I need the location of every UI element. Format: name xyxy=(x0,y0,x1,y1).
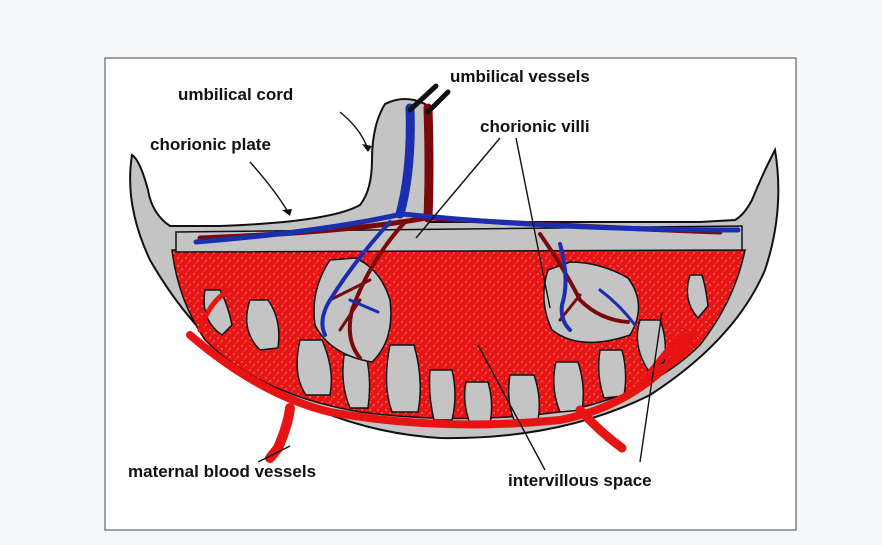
label-maternal-blood-vessels: maternal blood vessels xyxy=(128,462,316,481)
label-intervillous-space: intervillous space xyxy=(508,471,652,490)
label-umbilical-cord: umbilical cord xyxy=(178,85,293,104)
label-chorionic-plate: chorionic plate xyxy=(150,135,271,154)
label-chorionic-villi: chorionic villi xyxy=(480,117,590,136)
label-umbilical-vessels: umbilical vessels xyxy=(450,67,590,86)
